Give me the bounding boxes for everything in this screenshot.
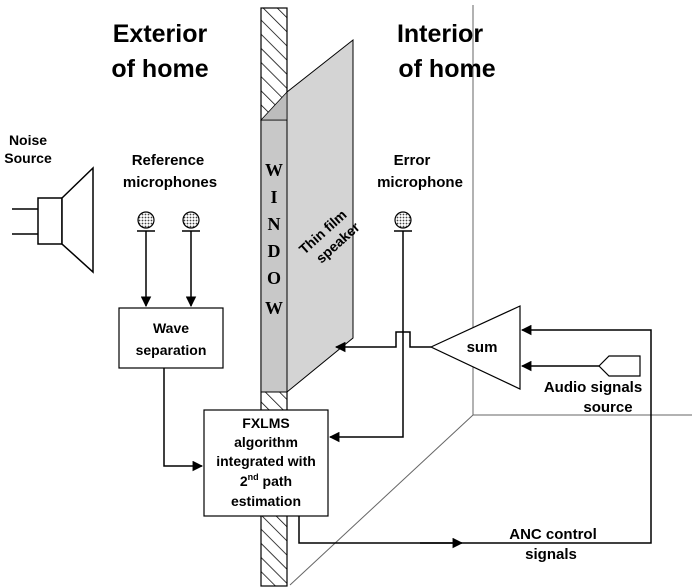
wave-separation-label-line2: separation — [136, 342, 207, 358]
fxlms-label-line3: integrated with — [216, 453, 316, 469]
thin-film-speaker — [260, 38, 354, 394]
fxlms-label-line1: FXLMS — [242, 415, 289, 431]
wave-separation-label-line1: Wave — [153, 320, 189, 336]
anc-label-line1: ANC control — [509, 526, 597, 543]
reference-mics-label-line1: Reference — [132, 152, 205, 169]
signal-lines — [140, 231, 652, 549]
audio-source-label-line2: source — [583, 399, 632, 416]
anc-control-loop — [298, 324, 652, 544]
fxlms-label-line5: estimation — [231, 493, 301, 509]
error-microphone-icon — [394, 211, 412, 232]
window-letter: N — [268, 214, 281, 234]
window-letter: D — [268, 241, 281, 261]
sum-label: sum — [467, 339, 498, 356]
noise-source-label-line2: Source — [4, 150, 52, 166]
error-mic-label-line1: Error — [394, 152, 431, 169]
reference-mics-label-line2: microphones — [123, 174, 217, 191]
speaker-icon — [12, 166, 94, 274]
wave-separation-box — [118, 307, 224, 369]
window-letter: W — [265, 298, 283, 318]
window-letter: W — [265, 160, 283, 180]
window-letter: I — [270, 187, 277, 207]
window-letter: O — [267, 268, 281, 288]
interior-heading-line2: of home — [398, 55, 495, 83]
exterior-heading-line2: of home — [111, 55, 208, 83]
audio-source-label-line1: Audio signals — [544, 379, 642, 396]
sum-to-speaker-arrow — [334, 331, 431, 353]
exterior-heading-line1: Exterior — [113, 20, 208, 48]
fxlms-label-line4-rest: path — [259, 473, 292, 489]
audio-source-jack-icon — [598, 355, 641, 377]
fxlms-label-line4-sup: nd — [248, 472, 259, 482]
reference-microphone-1-icon — [137, 211, 155, 232]
fxlms-label-line4: 2nd path — [240, 472, 292, 489]
window-label: W I N D O W — [265, 160, 283, 318]
sum-amplifier — [429, 305, 521, 390]
reference-microphone-2-icon — [182, 211, 200, 232]
fxlms-label-line2: algorithm — [234, 434, 298, 450]
noise-source-label-line1: Noise — [9, 132, 47, 148]
error-mic-label-line2: microphone — [377, 174, 463, 191]
anc-label-line2: signals — [525, 546, 577, 563]
fxlms-label-line4-main: 2 — [240, 473, 248, 489]
interior-heading-line1: Interior — [397, 20, 483, 48]
fxlms-box — [203, 409, 329, 517]
wave-to-fxlms-arrow — [163, 368, 204, 472]
error-mic-to-fxlms-arrow — [328, 231, 404, 443]
